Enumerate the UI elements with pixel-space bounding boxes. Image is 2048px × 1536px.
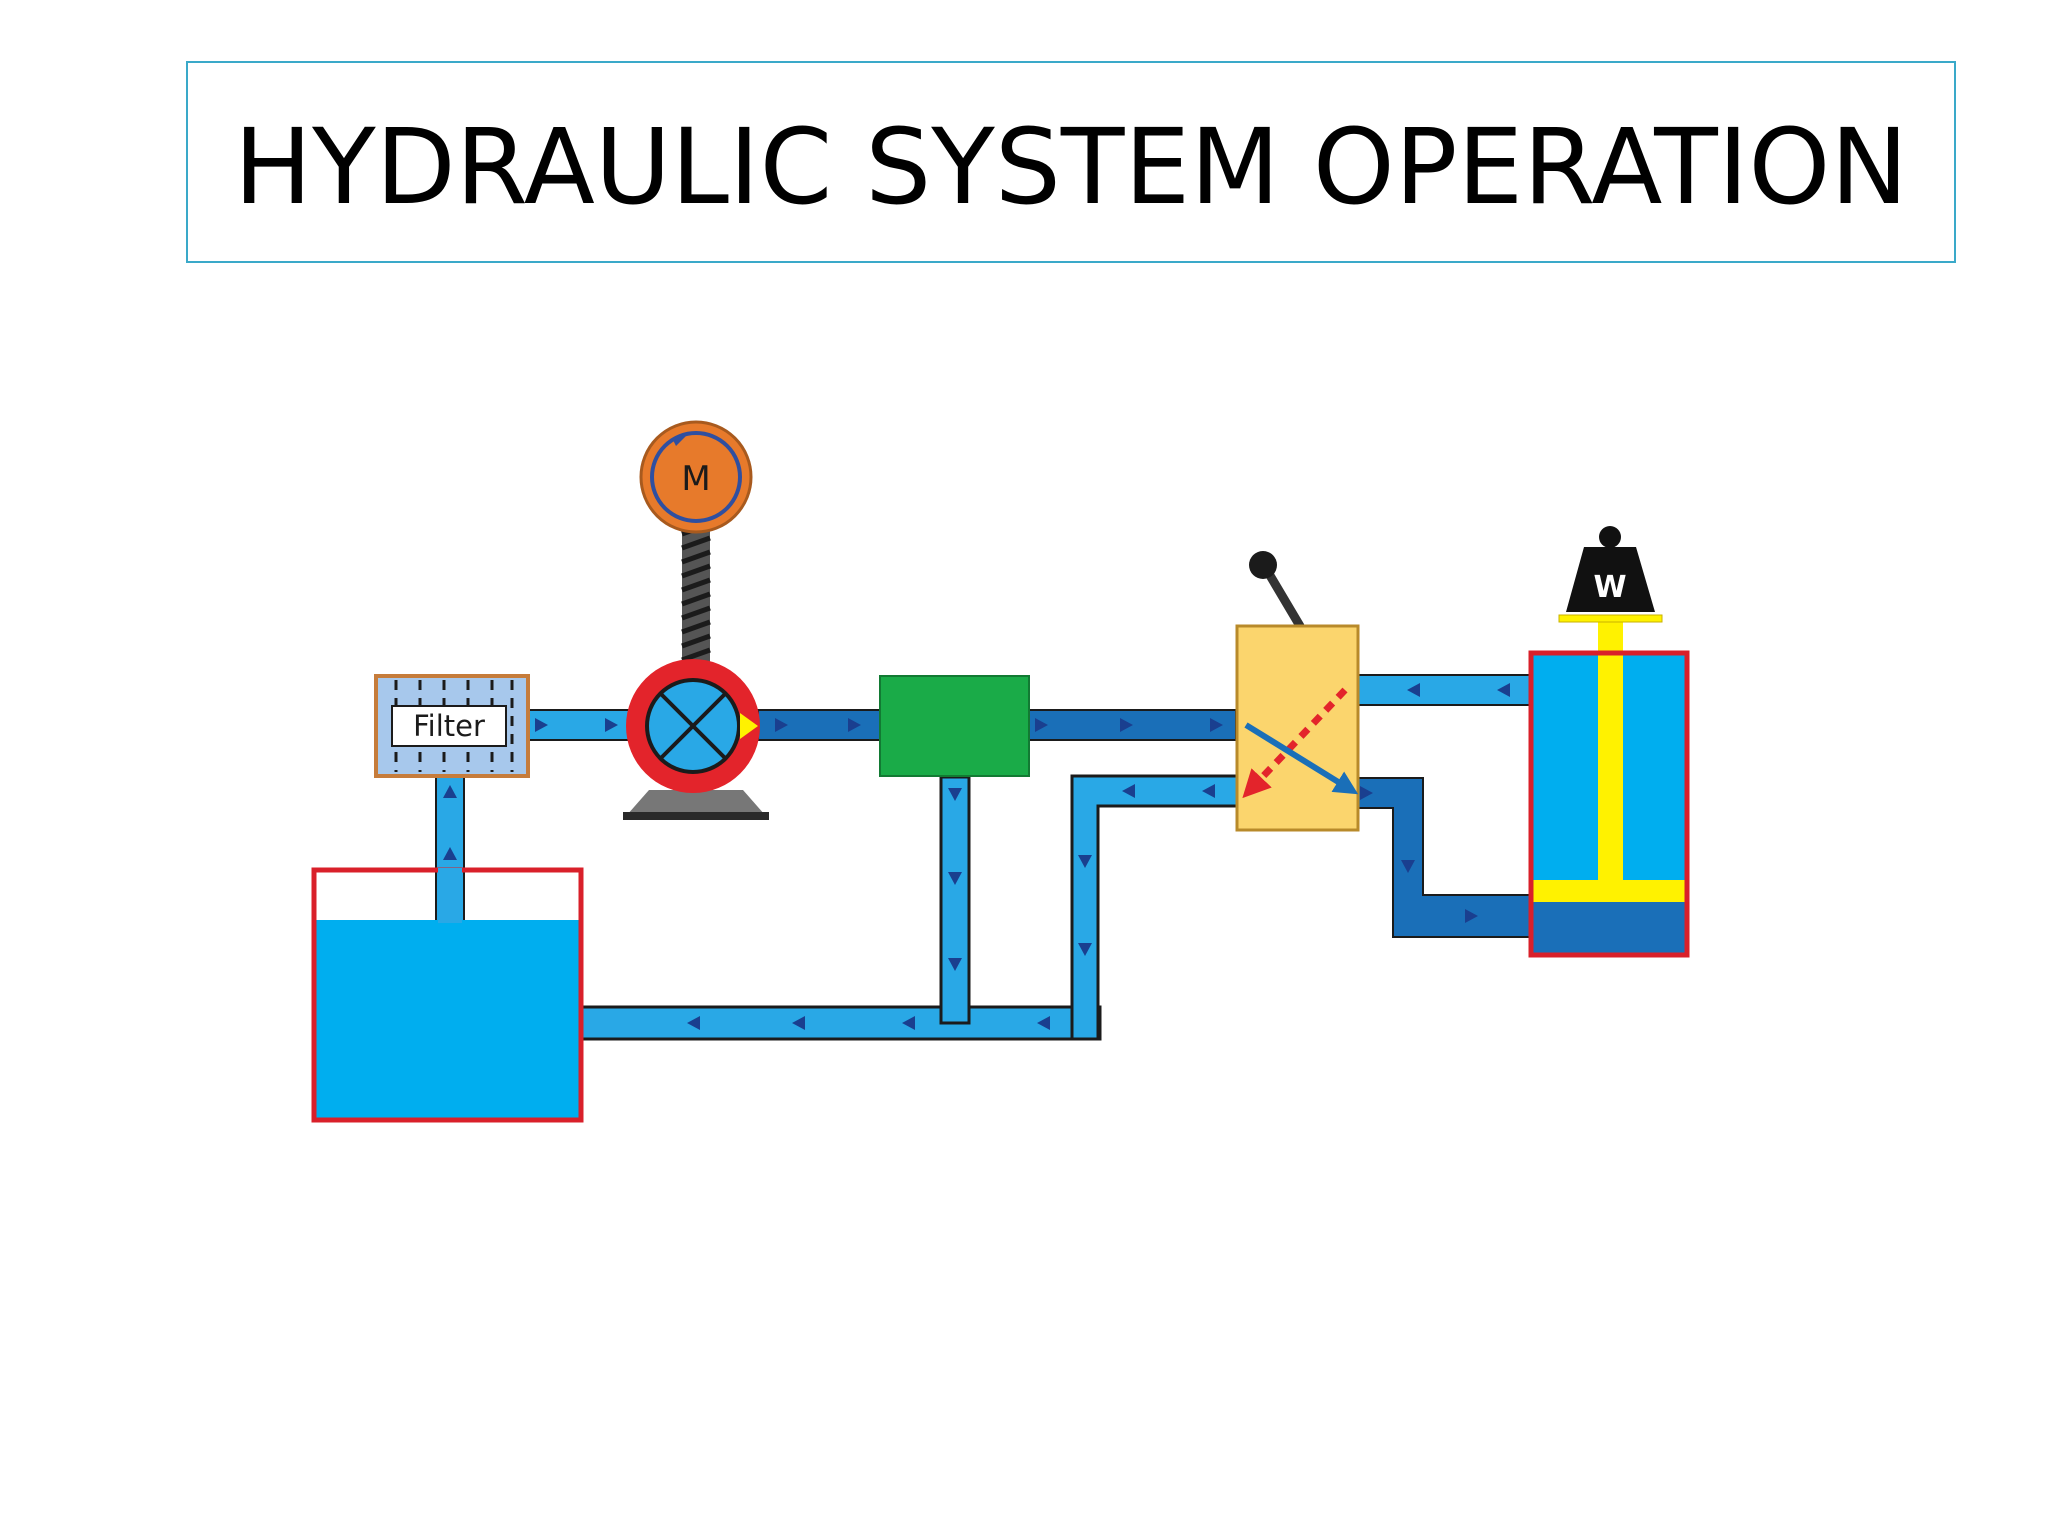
hydraulic-cylinder: [1528, 614, 1690, 958]
relief-valve: [879, 675, 1030, 777]
valve-return-pipe: [1070, 774, 1242, 1041]
filter-label: Filter: [413, 709, 485, 743]
directional-control-valve: [1235, 624, 1360, 832]
relief-return-pipe: [939, 775, 971, 1025]
motor-shaft: [681, 521, 711, 666]
pump: [623, 659, 769, 820]
return-pipe-bottom: [578, 1005, 1102, 1041]
valve-to-cylinder-bottom-pipe: [1354, 777, 1532, 938]
motor-label: M: [681, 459, 710, 499]
title-box: HYDRAULIC SYSTEM OPERATION: [186, 61, 1956, 263]
filter: Filter: [374, 674, 530, 778]
reservoir-tank: [311, 867, 584, 1123]
page-title: HYDRAULIC SYSTEM OPERATION: [233, 106, 1909, 228]
weight-label: W: [1593, 570, 1626, 605]
motor: M: [639, 420, 753, 534]
control-valve-lever: [1249, 551, 1305, 631]
weight: W: [1566, 526, 1655, 612]
flow-arrows: [443, 683, 1510, 1030]
